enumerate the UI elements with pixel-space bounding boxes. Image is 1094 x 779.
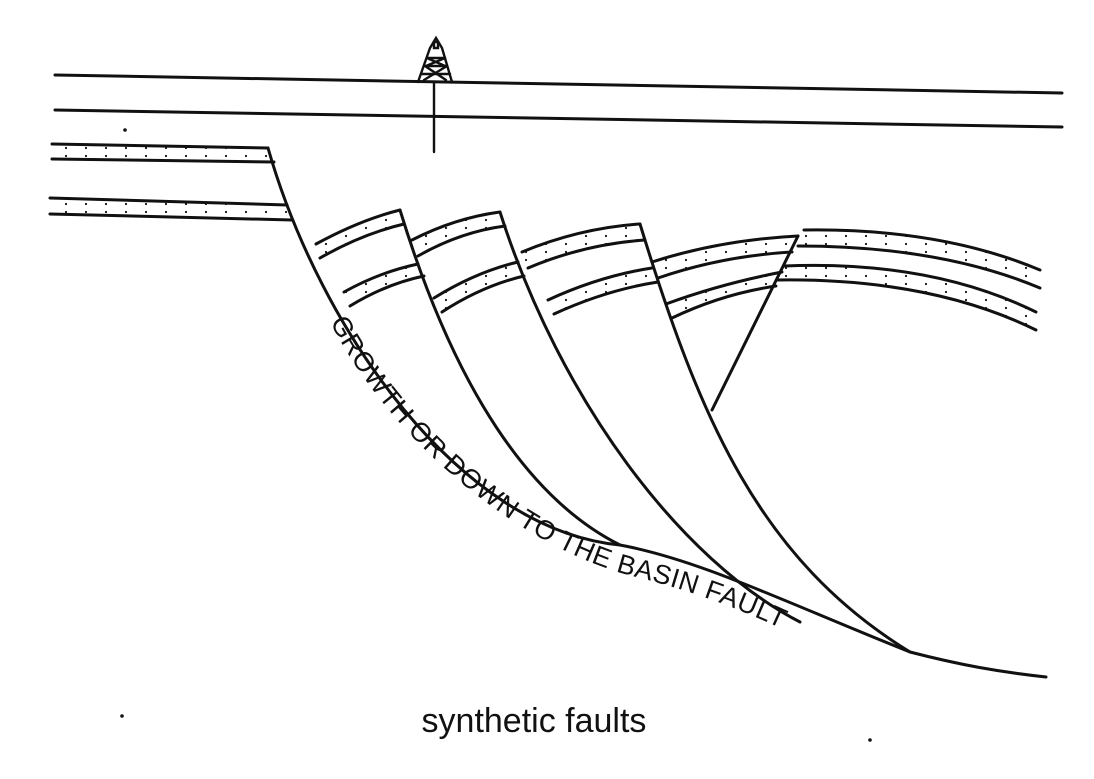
fault-label-text: GROWTH OR DOWN TO THE BASIN FAULT xyxy=(325,311,792,635)
upthrown-strata xyxy=(48,142,294,222)
print-specks xyxy=(120,128,872,742)
surface-lines xyxy=(53,73,1064,129)
main-growth-fault xyxy=(266,146,1048,679)
rotated-strata xyxy=(314,208,1042,332)
drilling-rig-icon xyxy=(416,35,454,154)
diagram-caption: synthetic faults xyxy=(421,702,647,740)
fault-label: GROWTH OR DOWN TO THE BASIN FAULT xyxy=(325,311,792,635)
